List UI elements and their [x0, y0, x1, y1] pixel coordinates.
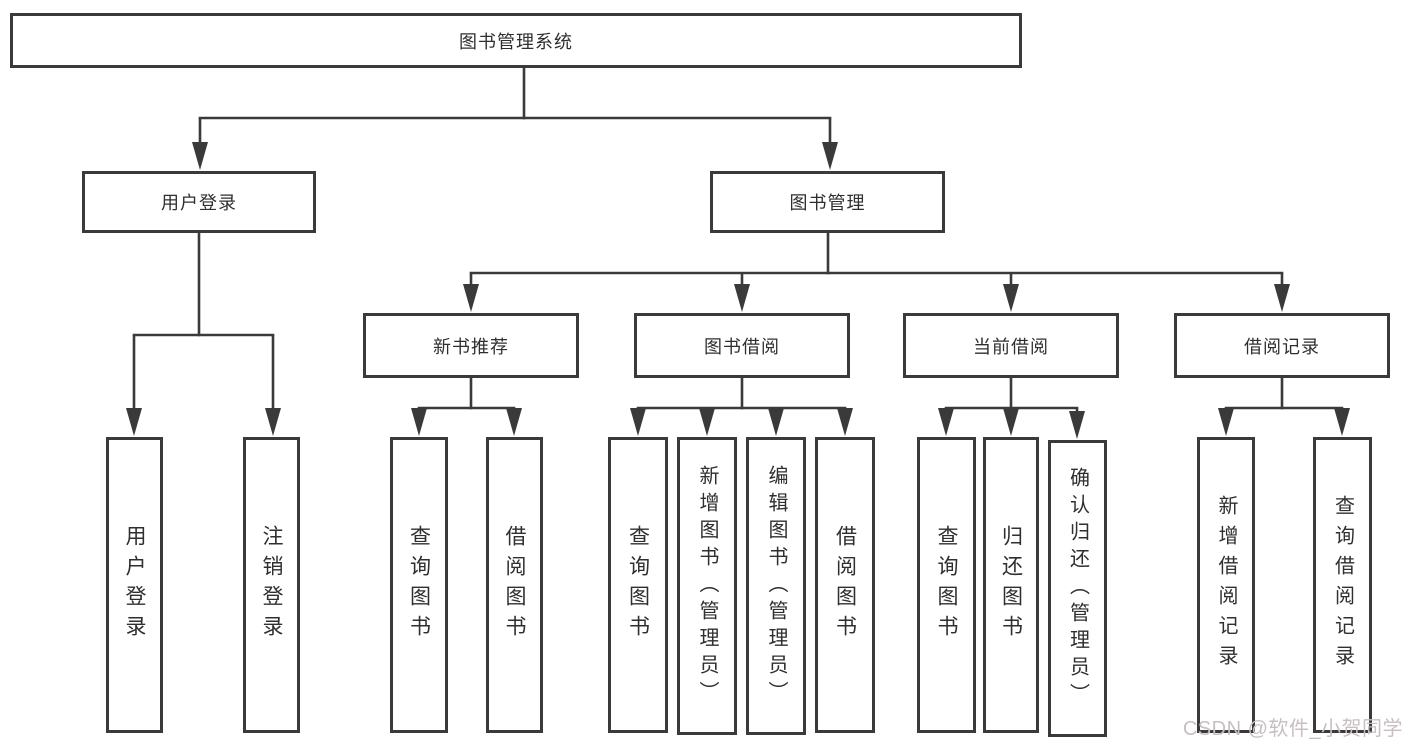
node-label: 归还图书: [999, 525, 1023, 645]
node-label: 编辑图书（管理员）: [765, 464, 787, 708]
arrowhead-icon: [768, 408, 784, 436]
node-label: 查询借阅记录: [1331, 495, 1354, 675]
node-edit-books: 编辑图书（管理员）: [746, 437, 806, 735]
arrowhead-icon: [837, 408, 853, 436]
node-label: 新书推荐: [433, 336, 509, 357]
node-new-book-recommend: 新书推荐: [363, 313, 579, 378]
arrowhead-icon: [1334, 408, 1350, 436]
node-add-borrow-record: 新增借阅记录: [1197, 437, 1255, 733]
node-label: 借阅记录: [1244, 336, 1320, 357]
node-label: 用户登录: [161, 193, 237, 213]
arrowhead-icon: [411, 408, 427, 436]
arrowhead-icon: [1003, 408, 1019, 436]
node-label: 确认归还（管理员）: [1066, 467, 1089, 710]
node-query-borrow-record: 查询借阅记录: [1313, 437, 1372, 733]
node-label: 注销登录: [260, 525, 283, 645]
node-label: 当前借阅: [973, 336, 1049, 357]
node-current-borrowing: 当前借阅: [903, 313, 1119, 378]
node-return-books: 归还图书: [983, 437, 1039, 733]
arrowhead-icon: [1003, 284, 1019, 312]
arrowhead-icon: [938, 408, 954, 436]
node-label: 查询图书: [626, 525, 650, 645]
node-book-borrowing: 图书借阅: [634, 313, 850, 378]
node-label: 查询图书: [935, 525, 958, 645]
arrowhead-icon: [1069, 411, 1085, 439]
node-user-login: 用户登录: [82, 171, 316, 233]
node-label: 新增借阅记录: [1215, 495, 1237, 675]
node-label: 图书管理系统: [459, 31, 573, 52]
node-add-books: 新增图书（管理员）: [677, 437, 737, 735]
arrowhead-icon: [699, 408, 715, 436]
node-label: 图书管理: [789, 193, 866, 213]
node-borrow-books-1: 借阅图书: [486, 437, 543, 733]
arrowhead-icon: [734, 284, 750, 312]
node-query-books-1: 查询图书: [390, 437, 448, 733]
arrowhead-icon: [1274, 284, 1290, 312]
node-query-books-3: 查询图书: [917, 437, 976, 733]
node-label: 用户登录: [123, 525, 146, 645]
node-label: 新增图书（管理员）: [696, 464, 718, 708]
arrowhead-icon: [506, 408, 522, 436]
node-query-books-2: 查询图书: [608, 437, 668, 733]
arrowhead-icon: [463, 284, 479, 312]
node-root: 图书管理系统: [10, 13, 1022, 68]
node-book-management: 图书管理: [710, 171, 945, 233]
node-confirm-return: 确认归还（管理员）: [1048, 440, 1107, 737]
node-borrow-books-2: 借阅图书: [815, 437, 875, 733]
arrowhead-icon: [126, 408, 142, 436]
node-logout-action: 注销登录: [243, 437, 300, 733]
watermark: CSDN @软件_小贺同学: [1182, 718, 1403, 740]
arrowhead-icon: [1218, 408, 1234, 436]
arrowhead-icon: [822, 142, 838, 170]
node-label: 借阅图书: [833, 525, 857, 645]
node-user-login-action: 用户登录: [106, 437, 163, 733]
arrowhead-icon: [192, 142, 208, 170]
arrowhead-icon: [265, 408, 281, 436]
arrowhead-icon: [630, 408, 646, 436]
node-borrowing-records: 借阅记录: [1174, 313, 1390, 378]
node-label: 查询图书: [407, 525, 431, 645]
node-label: 图书借阅: [704, 336, 780, 357]
node-label: 借阅图书: [503, 525, 526, 645]
